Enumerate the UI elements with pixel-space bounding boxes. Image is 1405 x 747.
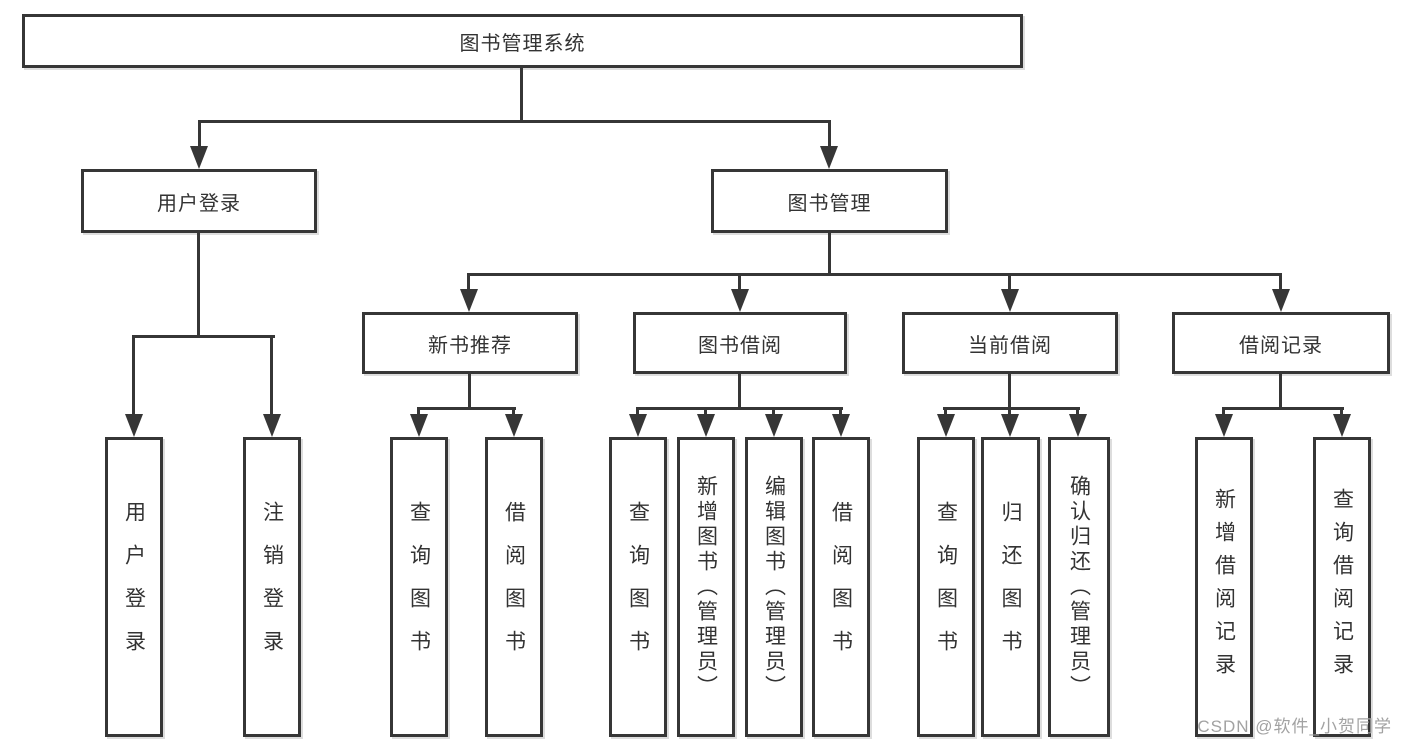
node-leaf-borrow-books: 借阅图书	[812, 437, 870, 737]
node-root-label: 图书管理系统	[459, 32, 586, 55]
node-book-management: 图书管理	[711, 169, 948, 233]
node-leaf-user-login-label: 用户登录	[122, 501, 146, 673]
connector-user-login-horizontal	[132, 335, 275, 338]
node-leaf-query-books-current: 查询图书	[917, 437, 975, 737]
connector-stem	[772, 407, 775, 417]
node-new-book-recommend: 新书推荐	[362, 312, 578, 374]
connector-stem	[1076, 407, 1079, 417]
connector-root-vertical	[520, 65, 523, 122]
connector-stem	[944, 407, 947, 417]
connector-stem	[1008, 407, 1011, 417]
arrow-down-icon	[765, 414, 783, 437]
arrow-down-icon	[629, 414, 647, 437]
connector-level1-horizontal	[198, 120, 831, 123]
node-borrow-records-label: 借阅记录	[1239, 334, 1323, 357]
node-leaf-edit-books-admin-label: 编辑图书（管理员）	[762, 474, 786, 700]
arrow-down-icon	[937, 414, 955, 437]
node-leaf-query-books-borrow: 查询图书	[609, 437, 667, 737]
node-leaf-borrow-books-label: 借阅图书	[829, 501, 853, 673]
connector-stem	[1340, 407, 1343, 417]
node-leaf-confirm-return-admin-label: 确认归还（管理员）	[1067, 474, 1091, 700]
connector-stem	[198, 120, 201, 148]
node-book-management-label: 图书管理	[787, 192, 872, 215]
node-leaf-borrow-books-recommend-label: 借阅图书	[502, 501, 526, 673]
node-leaf-query-books-current-label: 查询图书	[934, 501, 958, 673]
connector-stem	[417, 407, 420, 417]
arrow-down-icon	[460, 289, 478, 312]
arrow-down-icon	[1215, 414, 1233, 437]
connector-level2-horizontal	[468, 273, 1282, 276]
watermark: CSDN @软件_小贺同学	[1197, 717, 1392, 736]
arrow-down-icon	[832, 414, 850, 437]
node-borrow-records: 借阅记录	[1172, 312, 1390, 374]
connector-stem	[1008, 273, 1011, 291]
connector-horizontal	[636, 407, 843, 410]
node-new-book-recommend-label: 新书推荐	[428, 334, 512, 357]
arrow-down-icon	[1272, 289, 1290, 312]
arrow-down-icon	[697, 414, 715, 437]
node-current-borrow: 当前借阅	[902, 312, 1118, 374]
arrow-down-icon	[1069, 414, 1087, 437]
connector-stem	[704, 407, 707, 417]
node-book-borrow: 图书借阅	[633, 312, 847, 374]
connector-stem	[270, 335, 273, 417]
connector-vertical	[468, 374, 471, 409]
connector-horizontal	[417, 407, 516, 410]
connector-book-mgmt-vertical	[828, 233, 831, 275]
connector-vertical	[1008, 374, 1011, 409]
connector-user-login-vertical	[197, 233, 200, 337]
node-user-login-label: 用户登录	[157, 192, 241, 215]
arrow-down-icon	[1333, 414, 1351, 437]
node-leaf-return-books: 归还图书	[981, 437, 1040, 737]
connector-stem	[467, 273, 470, 291]
node-user-login: 用户登录	[81, 169, 317, 233]
node-book-borrow-label: 图书借阅	[698, 334, 782, 357]
arrow-down-icon	[1001, 289, 1019, 312]
node-leaf-query-borrow-record: 查询借阅记录	[1313, 437, 1371, 737]
node-leaf-confirm-return-admin: 确认归还（管理员）	[1048, 437, 1110, 737]
node-leaf-user-login: 用户登录	[105, 437, 163, 737]
node-leaf-query-books-recommend: 查询图书	[390, 437, 448, 737]
connector-vertical	[1279, 374, 1282, 409]
node-leaf-return-books-label: 归还图书	[999, 501, 1022, 673]
node-leaf-edit-books-admin: 编辑图书（管理员）	[745, 437, 803, 737]
node-leaf-query-books-borrow-label: 查询图书	[626, 501, 650, 673]
arrow-down-icon	[820, 146, 838, 169]
node-leaf-add-borrow-record-label: 新增借阅记录	[1212, 488, 1236, 686]
node-leaf-query-books-recommend-label: 查询图书	[407, 501, 431, 673]
arrow-down-icon	[410, 414, 428, 437]
arrow-down-icon	[505, 414, 523, 437]
arrow-down-icon	[190, 146, 208, 169]
arrow-down-icon	[1001, 414, 1019, 437]
connector-stem	[839, 407, 842, 417]
connector-stem	[738, 273, 741, 291]
node-leaf-add-borrow-record: 新增借阅记录	[1195, 437, 1253, 737]
connector-stem	[1222, 407, 1225, 417]
connector-stem	[512, 407, 515, 417]
node-leaf-logout-label: 注销登录	[260, 501, 284, 673]
connector-vertical	[738, 374, 741, 409]
node-current-borrow-label: 当前借阅	[968, 334, 1052, 357]
arrow-down-icon	[125, 414, 143, 437]
node-leaf-logout: 注销登录	[243, 437, 301, 737]
connector-stem	[828, 120, 831, 148]
connector-stem	[132, 335, 135, 417]
arrow-down-icon	[731, 289, 749, 312]
node-root: 图书管理系统	[22, 14, 1023, 68]
connector-stem	[636, 407, 639, 417]
node-leaf-borrow-books-recommend: 借阅图书	[485, 437, 543, 737]
connector-stem	[1279, 273, 1282, 291]
arrow-down-icon	[263, 414, 281, 437]
node-leaf-add-books-admin-label: 新增图书（管理员）	[694, 474, 718, 700]
node-leaf-query-borrow-record-label: 查询借阅记录	[1330, 488, 1354, 686]
connector-horizontal	[1222, 407, 1344, 410]
connector-horizontal	[943, 407, 1080, 410]
node-leaf-add-books-admin: 新增图书（管理员）	[677, 437, 735, 737]
